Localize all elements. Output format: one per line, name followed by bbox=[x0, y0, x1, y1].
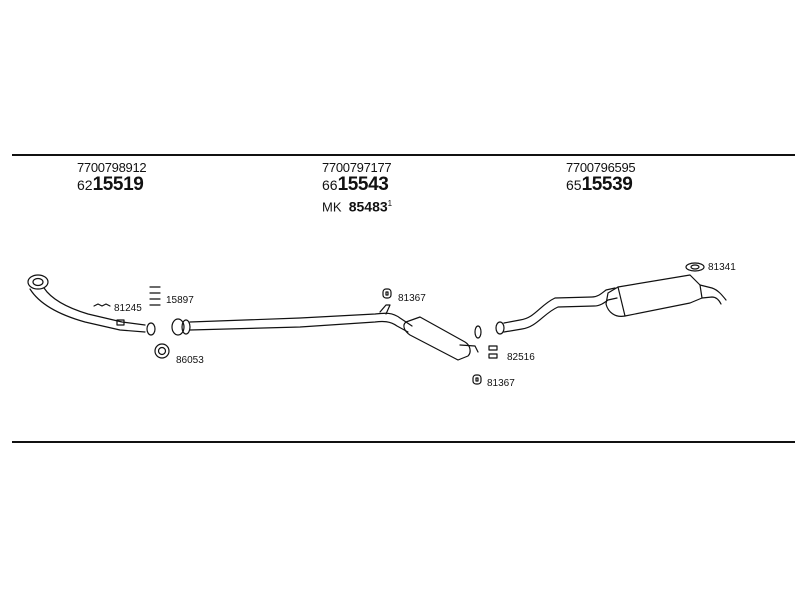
mount-81341 bbox=[685, 262, 705, 272]
rear-silencer bbox=[605, 274, 727, 317]
oem-reference: 7700798912 bbox=[77, 160, 147, 175]
rear-pipe bbox=[495, 287, 618, 335]
sleeve-82516 bbox=[474, 325, 498, 359]
callout-81245: 81245 bbox=[114, 303, 142, 314]
callout-81341: 81341 bbox=[708, 262, 736, 273]
mounting-kit-number: MK 854831 bbox=[322, 198, 393, 215]
bolt-81245 bbox=[93, 303, 125, 326]
callout-82516: 82516 bbox=[507, 352, 535, 363]
callout-15897: 15897 bbox=[166, 295, 194, 306]
callout-81367-lower: 81367 bbox=[487, 378, 515, 389]
part-header-middle: 7700797177 6615543 MK 854831 bbox=[322, 160, 392, 215]
centre-silencer bbox=[403, 316, 479, 361]
part-number: 6515539 bbox=[566, 174, 633, 195]
front-pipe bbox=[27, 274, 156, 336]
callout-86053: 86053 bbox=[176, 355, 204, 366]
part-number: 6615543 bbox=[322, 174, 389, 195]
oem-reference: 7700796595 bbox=[566, 160, 636, 175]
callout-81367-upper: 81367 bbox=[398, 293, 426, 304]
stud-set-15897 bbox=[149, 286, 161, 306]
top-divider bbox=[12, 154, 795, 156]
oem-reference: 7700797177 bbox=[322, 160, 392, 175]
gasket-86053 bbox=[154, 343, 170, 359]
bottom-divider bbox=[12, 441, 795, 443]
part-number: 6215519 bbox=[77, 174, 144, 195]
hanger-81367a bbox=[382, 288, 392, 299]
hanger-81367b bbox=[472, 374, 482, 385]
part-header-rear: 7700796595 6515539 bbox=[566, 160, 636, 196]
middle-pipe bbox=[171, 304, 413, 336]
part-header-front: 7700798912 6215519 bbox=[77, 160, 147, 196]
